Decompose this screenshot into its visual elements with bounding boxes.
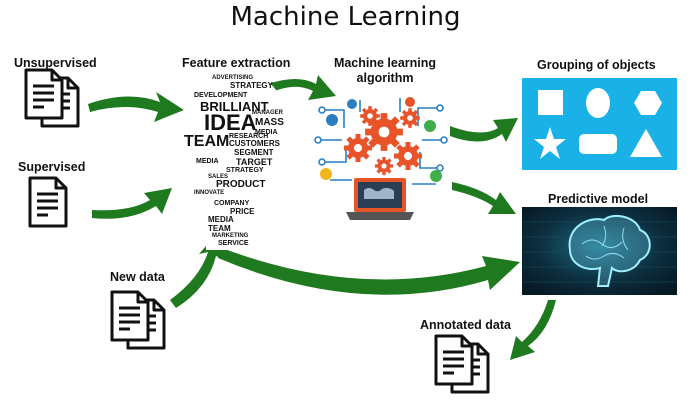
- arrow-features-to-algorithm: [268, 75, 336, 100]
- star-shape: [534, 127, 566, 159]
- hexagon-shape: [634, 91, 662, 115]
- word-cloud-word: DEVELOPMENT: [194, 92, 248, 99]
- unsupervised-label: Unsupervised: [14, 56, 97, 70]
- word-cloud-word: CUSTOMERS: [229, 139, 280, 148]
- word-cloud-word: TEAM: [208, 224, 231, 233]
- supervised-label: Supervised: [18, 160, 86, 174]
- feature-extraction-label: Feature extraction: [182, 56, 291, 70]
- word-cloud-word: STRATEGY: [226, 167, 264, 174]
- word-cloud-word: ADVERTISING: [212, 75, 254, 81]
- brain-icon: [522, 207, 677, 295]
- arrow-features-to-predictive: [218, 248, 520, 295]
- word-cloud-word: MANAGER: [252, 110, 283, 116]
- triangle-shape: [630, 129, 662, 157]
- arrow-algorithm-to-predictive: [452, 182, 516, 214]
- rounded-rect-shape: [579, 134, 617, 154]
- word-cloud-word: SEGMENT: [234, 148, 274, 157]
- arrow-newdata-to-features: [170, 232, 224, 308]
- page-title: Machine Learning: [230, 2, 461, 32]
- word-cloud-word: TEAM: [184, 133, 230, 150]
- word-cloud-word: PRICE: [230, 207, 255, 216]
- word-cloud-word: TARGET: [236, 157, 273, 167]
- word-cloud-word: PRODUCT: [216, 179, 266, 190]
- ml-algorithm-label-line1: Machine learning: [333, 56, 437, 70]
- supervised-document-icon: [28, 176, 68, 228]
- arrow-algorithm-to-grouping: [450, 118, 518, 142]
- gears-laptop-icon: [314, 97, 448, 220]
- word-cloud-word: IDEA: [204, 110, 257, 135]
- predictive-model-label: Predictive model: [548, 192, 649, 206]
- word-cloud-word: MEDIA: [196, 158, 219, 165]
- unsupervised-documents-icon: [24, 68, 80, 128]
- lightbulb-word-cloud-icon: [182, 72, 283, 250]
- arrow-supervised-to-features: [92, 188, 172, 219]
- word-cloud-word: MEDIA: [255, 129, 278, 136]
- square-shape: [538, 90, 563, 115]
- word-cloud-word: RESEARCH: [229, 133, 269, 140]
- word-cloud-word: BRILLIANT: [200, 99, 269, 114]
- word-cloud-word: SALES: [208, 174, 229, 180]
- word-cloud-word: MARKETING: [212, 233, 249, 239]
- word-cloud-word: INNOVATE: [194, 190, 225, 196]
- new-data-documents-icon: [110, 290, 166, 350]
- shape-grouping-icon: [522, 78, 677, 170]
- word-cloud-word: STRATEGY: [230, 81, 273, 90]
- annotated-data-documents-icon: [434, 334, 490, 394]
- arrow-unsupervised-to-features: [88, 92, 184, 122]
- word-cloud-word: MASS: [255, 117, 284, 128]
- flow-arrows: [88, 75, 556, 360]
- word-cloud-word: SERVICE: [218, 240, 249, 247]
- circle-shape: [586, 88, 610, 118]
- annotated-data-label: Annotated data: [420, 318, 511, 332]
- word-cloud-word: COMPANY: [214, 200, 250, 207]
- arrow-predictive-to-annotated: [510, 300, 556, 360]
- new-data-label: New data: [110, 270, 165, 284]
- ml-algorithm-label-line2: algorithm: [356, 71, 414, 85]
- word-cloud-word: MEDIA: [208, 215, 234, 224]
- grouping-label: Grouping of objects: [537, 58, 656, 72]
